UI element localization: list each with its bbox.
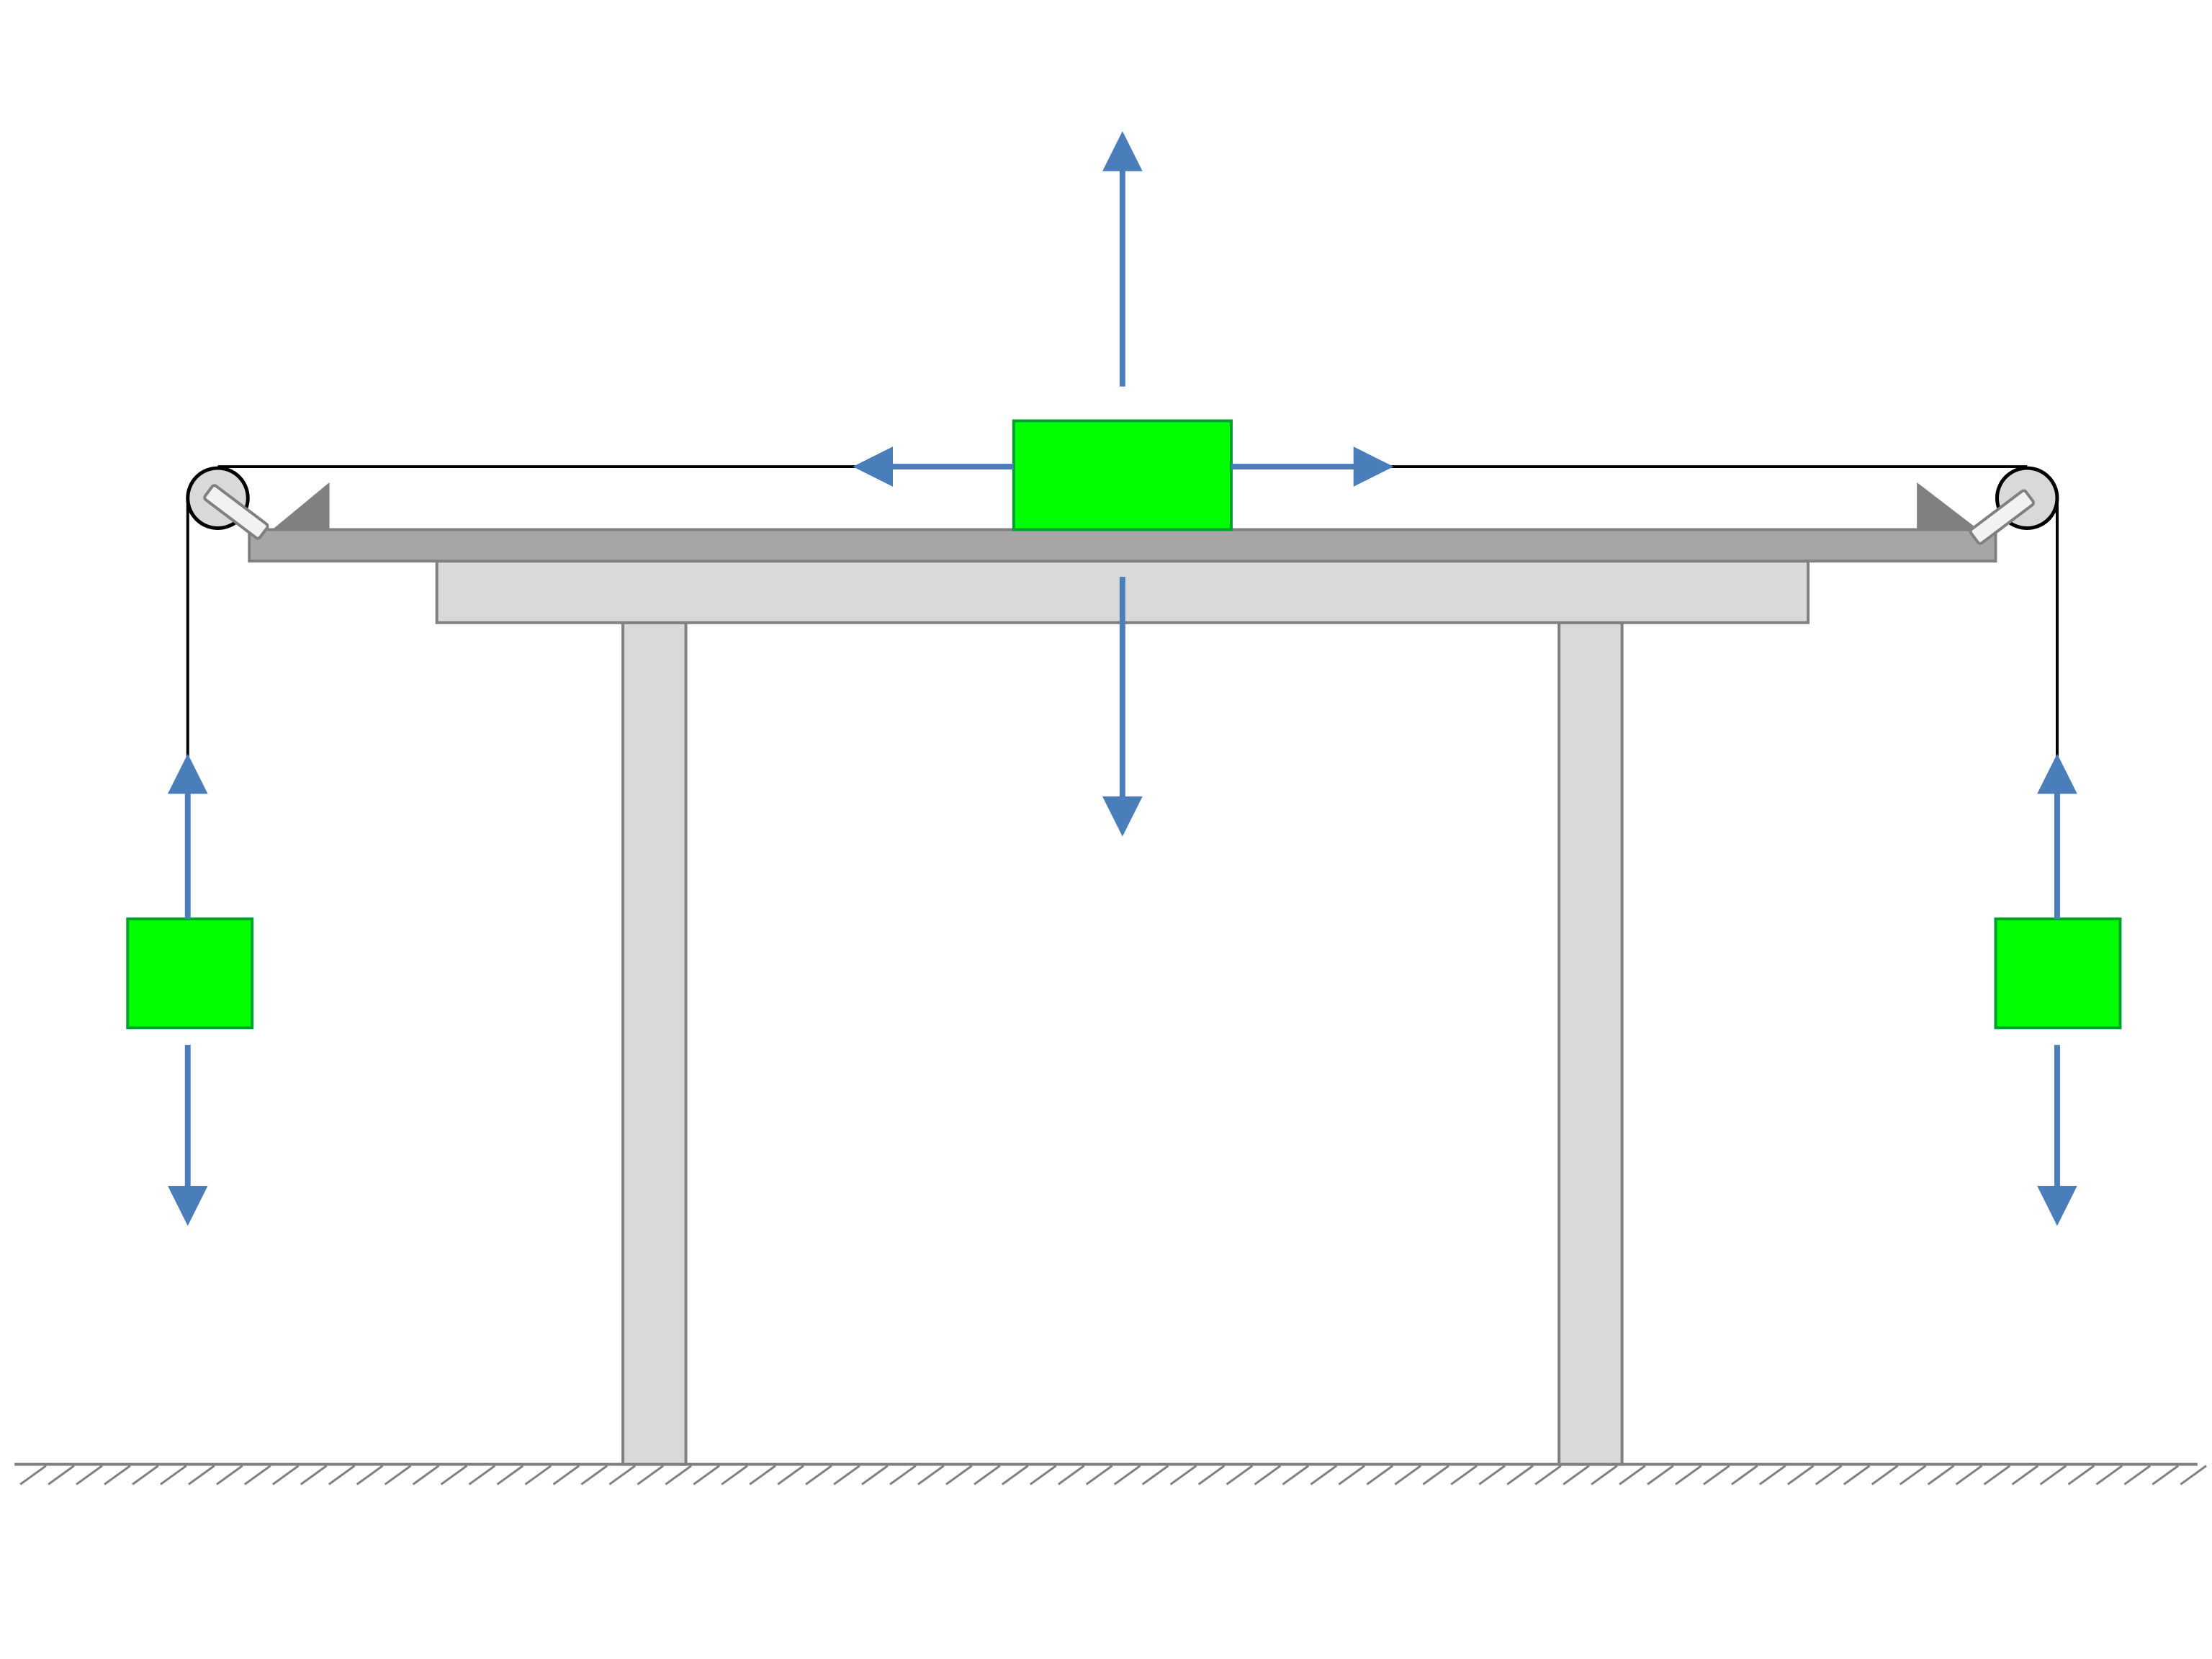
ground-hatch [524,1465,552,1485]
ground-hatch [160,1465,187,1485]
ground-hatch [1141,1465,1169,1485]
ground-hatch [2152,1465,2180,1485]
ground-hatch [328,1465,356,1485]
ground-hatch [1899,1465,1927,1485]
ground-hatch [1871,1465,1899,1485]
ground-hatch [1085,1465,1113,1485]
table-leg-right [1557,621,1624,1466]
ground-hatch [1310,1465,1338,1485]
ground-hatch [2180,1465,2207,1485]
ground-hatch [2123,1465,2152,1485]
pulley-left [186,466,269,540]
ground-hatch [19,1465,47,1485]
ground-hatch [1450,1465,1478,1485]
ground-hatch [1282,1465,1310,1485]
ground-hatch [1563,1465,1590,1485]
ground-hatch [1422,1465,1449,1485]
ground-hatch [271,1465,300,1485]
ground-hatch [1197,1465,1226,1485]
bracket-left [272,482,330,530]
ground-hatch [693,1465,720,1485]
ground-hatch [1534,1465,1562,1485]
ground-hatch [1759,1465,1786,1485]
ground-hatch [1786,1465,1815,1485]
center-block [1012,419,1233,531]
ground-hatch [749,1465,776,1485]
left-hanging-block [126,917,254,1030]
ground-hatch [356,1465,384,1485]
ground-hatch [2067,1465,2095,1485]
ground-hatch [1002,1465,1029,1485]
ground-hatch [889,1465,917,1485]
ground-hatch [1226,1465,1254,1485]
ground-hatch [76,1465,103,1485]
ground-hatch [1057,1465,1085,1485]
ground-hatch [1703,1465,1730,1485]
ground-hatch [1815,1465,1843,1485]
ground-hatch [412,1465,440,1485]
ground-hatch [833,1465,860,1485]
ground-hatch [721,1465,748,1485]
ground-hatch [552,1465,580,1485]
ground-hatch [2095,1465,2123,1485]
ground-hatch [104,1465,131,1485]
ground-hatch [1927,1465,1955,1485]
pulley-right [1969,466,2059,545]
ground-hatch [1029,1465,1057,1485]
ground-hatch [1647,1465,1674,1485]
ground [14,1462,2207,1485]
ground-hatch [665,1465,692,1485]
ground-hatch [440,1465,468,1485]
ground-hatch [1591,1465,1618,1485]
ground-hatch [580,1465,608,1485]
ground-hatch [1955,1465,1983,1485]
ground-hatch [974,1465,1001,1485]
ground-hatch [468,1465,496,1485]
ground-hatch [188,1465,215,1485]
ground-hatch [805,1465,832,1485]
ground-hatch [132,1465,159,1485]
ground-hatch [300,1465,328,1485]
ground-hatch [1731,1465,1758,1485]
ground-hatch [1506,1465,1534,1485]
ground-hatch [777,1465,804,1485]
ground-hatch [1983,1465,2011,1485]
ground-hatch [384,1465,412,1485]
ground-hatch [48,1465,75,1485]
ground-hatch [2011,1465,2039,1485]
ground-hatch [1169,1465,1197,1485]
ground-hatch [917,1465,945,1485]
ground-hatch [637,1465,665,1485]
ground-hatch [1254,1465,1282,1485]
ground-hatch [1394,1465,1422,1485]
ground-hatch [2039,1465,2067,1485]
ground-hatch [945,1465,973,1485]
table-top [248,528,1997,563]
ground-hatch [216,1465,243,1485]
ground-hatch [1843,1465,1871,1485]
ground-hatch [1478,1465,1506,1485]
ground-hatch [861,1465,889,1485]
right-hanging-block [1994,917,2122,1030]
table-leg-left [621,621,688,1466]
ground-hatch [1338,1465,1366,1485]
ground-hatch [243,1465,271,1485]
ground-hatch [1675,1465,1702,1485]
ground-hatch [1113,1465,1141,1485]
ground-hatch [608,1465,637,1485]
ground-hatch [1619,1465,1646,1485]
ground-hatch [1366,1465,1394,1485]
bracket-right [1917,482,1979,530]
ground-hatch [496,1465,524,1485]
